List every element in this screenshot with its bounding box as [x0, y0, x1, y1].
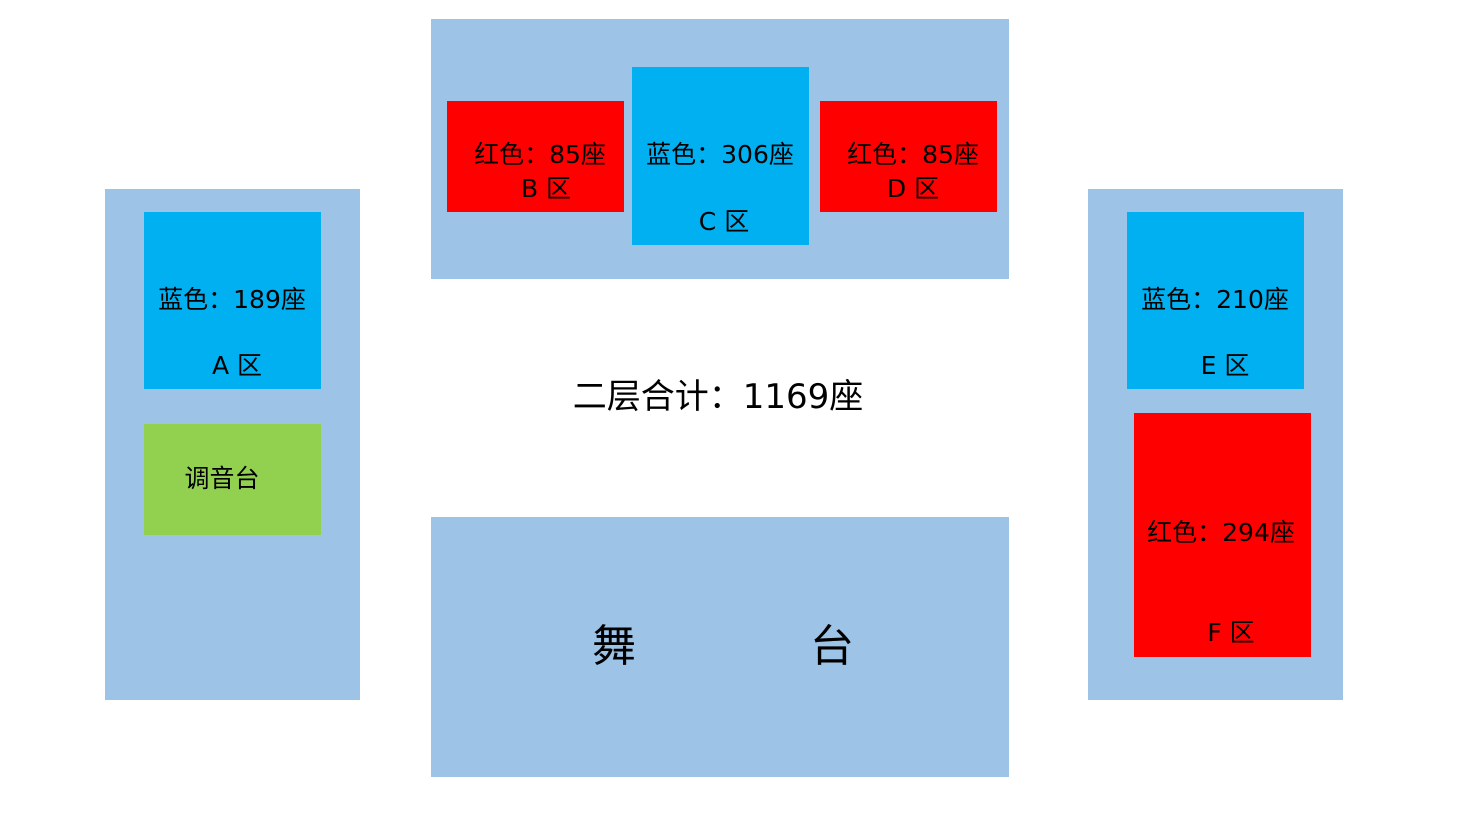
section-e	[1127, 212, 1304, 389]
section-b-seats: 红色：85座	[474, 140, 606, 169]
section-d	[820, 101, 997, 212]
stage	[431, 517, 1009, 777]
section-c-seats: 蓝色：306座	[646, 140, 794, 169]
section-c-label: C 区	[698, 207, 750, 236]
section-f-label: F 区	[1207, 618, 1255, 647]
section-e-label: E 区	[1200, 351, 1250, 380]
section-c	[632, 67, 809, 245]
stage-char-2: 台	[810, 621, 854, 672]
section-d-label: D 区	[886, 174, 940, 203]
total-seats: 二层合计：1169座	[572, 377, 864, 417]
stage-char-1: 舞	[592, 621, 636, 672]
section-e-seats: 蓝色：210座	[1141, 285, 1289, 314]
section-b	[447, 101, 624, 212]
mixing-desk-label: 调音台	[184, 464, 260, 493]
section-a	[144, 212, 321, 389]
section-f-seats: 红色：294座	[1147, 518, 1295, 547]
section-b-label: B 区	[520, 174, 572, 203]
section-d-seats: 红色：85座	[847, 140, 979, 169]
section-a-label: A 区	[211, 351, 263, 380]
section-f	[1134, 413, 1311, 657]
mixing-desk	[144, 424, 321, 535]
section-a-seats: 蓝色：189座	[158, 285, 306, 314]
